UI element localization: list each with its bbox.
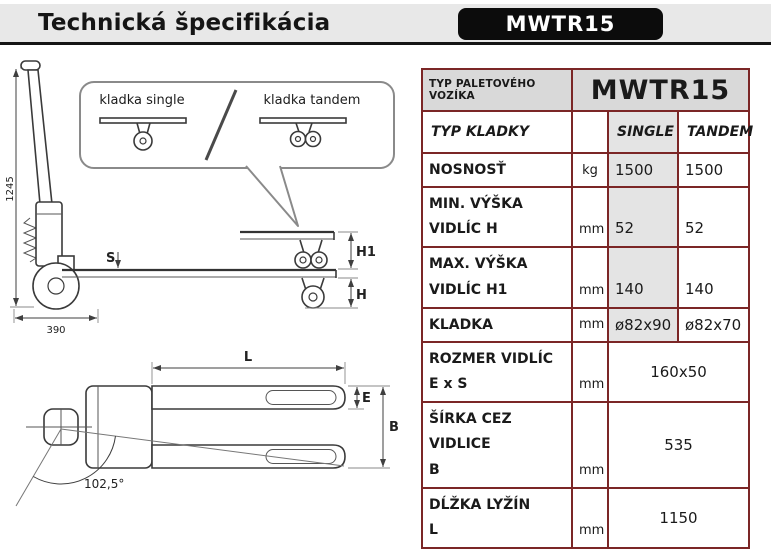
col-header-single: SINGLE: [607, 110, 679, 154]
fork-top-1: [151, 385, 346, 410]
row-unit: mm: [571, 401, 609, 489]
value-tandem: 1500: [676, 152, 751, 188]
value-tandem: 52: [676, 185, 751, 249]
row-label: ŠÍRKA CEZ VIDLICE B: [421, 401, 573, 489]
handle-grip: [20, 60, 41, 71]
dim-width-label: 390: [46, 325, 65, 336]
tandem-wheel-icon: [259, 117, 347, 148]
handle-lever: [27, 69, 53, 205]
value-span: 1150: [606, 486, 751, 549]
spec-table-container: TYP PALETOVÉHO VOZÍKA MWTR15 TYP KLADKY …: [421, 68, 753, 549]
callout-single-label: kladka single: [99, 93, 184, 108]
technical-drawing: 1245 S 390: [5, 60, 399, 507]
spec-table: TYP PALETOVÉHO VOZÍKA MWTR15 TYP KLADKY …: [421, 68, 753, 549]
row-label: MAX. VÝŠKA VIDLÍC H1: [421, 246, 573, 309]
value-tandem: ø82x70: [676, 306, 751, 343]
dim-h1-label: H1: [356, 245, 376, 260]
row-min-height: MIN. VÝŠKA VIDLÍC H mm 52 52: [421, 185, 751, 249]
callout-tandem-label: kladka tandem: [264, 93, 361, 108]
dim-b-label: B: [389, 420, 399, 435]
spring: [22, 217, 38, 263]
row-label: ROZMER VIDLÍC E x S: [421, 340, 573, 404]
row-width-over-forks: ŠÍRKA CEZ VIDLICE B mm 535: [421, 401, 751, 489]
value-span: 160x50: [606, 340, 751, 404]
model-badge: MWTR15: [458, 8, 663, 40]
row-unit: mm: [571, 306, 609, 343]
fork-top-2: [151, 444, 346, 469]
page-title: Technická špecifikácia: [38, 10, 331, 36]
dim-height-label: 1245: [5, 176, 16, 201]
wheel-type-callout: kladka single kladka tandem: [79, 81, 395, 227]
row-fork-length: DĹŽKA LYŽÍN L mm 1150: [421, 486, 751, 549]
vehicle-type-label: TYP PALETOVÉHO VOZÍKA: [421, 68, 573, 112]
fork-height-detail: H1 H: [240, 230, 376, 309]
row-unit: mm: [571, 340, 609, 404]
top-view: L E B 102,5°: [15, 350, 399, 507]
steering-angle: 102,5°: [15, 408, 345, 507]
value-single: 52: [607, 185, 679, 249]
row-label: KLADKA: [421, 306, 573, 343]
dim-e-label: E: [362, 391, 371, 406]
side-view: 1245 S 390: [5, 60, 337, 336]
row-label: MIN. VÝŠKA VIDLÍC H: [421, 185, 573, 249]
angle-label: 102,5°: [84, 477, 124, 491]
dim-h-label: H: [356, 288, 367, 303]
row-capacity: NOSNOSŤ kg 1500 1500: [421, 152, 751, 188]
dim-s-label: S: [106, 251, 115, 266]
model-name: MWTR15: [570, 68, 751, 112]
row-unit: kg: [571, 152, 609, 188]
slash-divider: [204, 89, 238, 161]
row-unit: mm: [571, 246, 609, 309]
page-header: Technická špecifikácia MWTR15: [0, 4, 771, 45]
value-tandem: 140: [676, 246, 751, 309]
col-header-tandem: TANDEM: [676, 110, 753, 154]
row-max-height: MAX. VÝŠKA VIDLÍC H1 mm 140 140: [421, 246, 751, 309]
chassis-top: [85, 385, 153, 469]
row-label: DĹŽKA LYŽÍN L: [421, 486, 573, 549]
single-wheel-icon: [99, 117, 187, 151]
height-dimension: 1245: [5, 67, 34, 308]
col-header-type: TYP KLADKY: [421, 110, 573, 154]
value-single: ø82x90: [607, 306, 679, 343]
dim-l-label: L: [244, 350, 252, 365]
table-header-row: TYP PALETOVÉHO VOZÍKA MWTR15: [421, 68, 751, 112]
value-single: 1500: [607, 152, 679, 188]
row-unit: mm: [571, 185, 609, 249]
row-fork-size: ROZMER VIDLÍC E x S mm 160x50: [421, 340, 751, 404]
col-header-unit: [571, 110, 609, 154]
column-header-row: TYP KLADKY SINGLE TANDEM: [421, 110, 753, 154]
row-wheel: KLADKA mm ø82x90 ø82x70: [421, 306, 751, 343]
callout-pointer: [245, 165, 299, 227]
value-span: 535: [606, 401, 751, 489]
row-unit: mm: [571, 486, 609, 549]
value-single: 140: [607, 246, 679, 309]
row-label: NOSNOSŤ: [421, 152, 573, 188]
